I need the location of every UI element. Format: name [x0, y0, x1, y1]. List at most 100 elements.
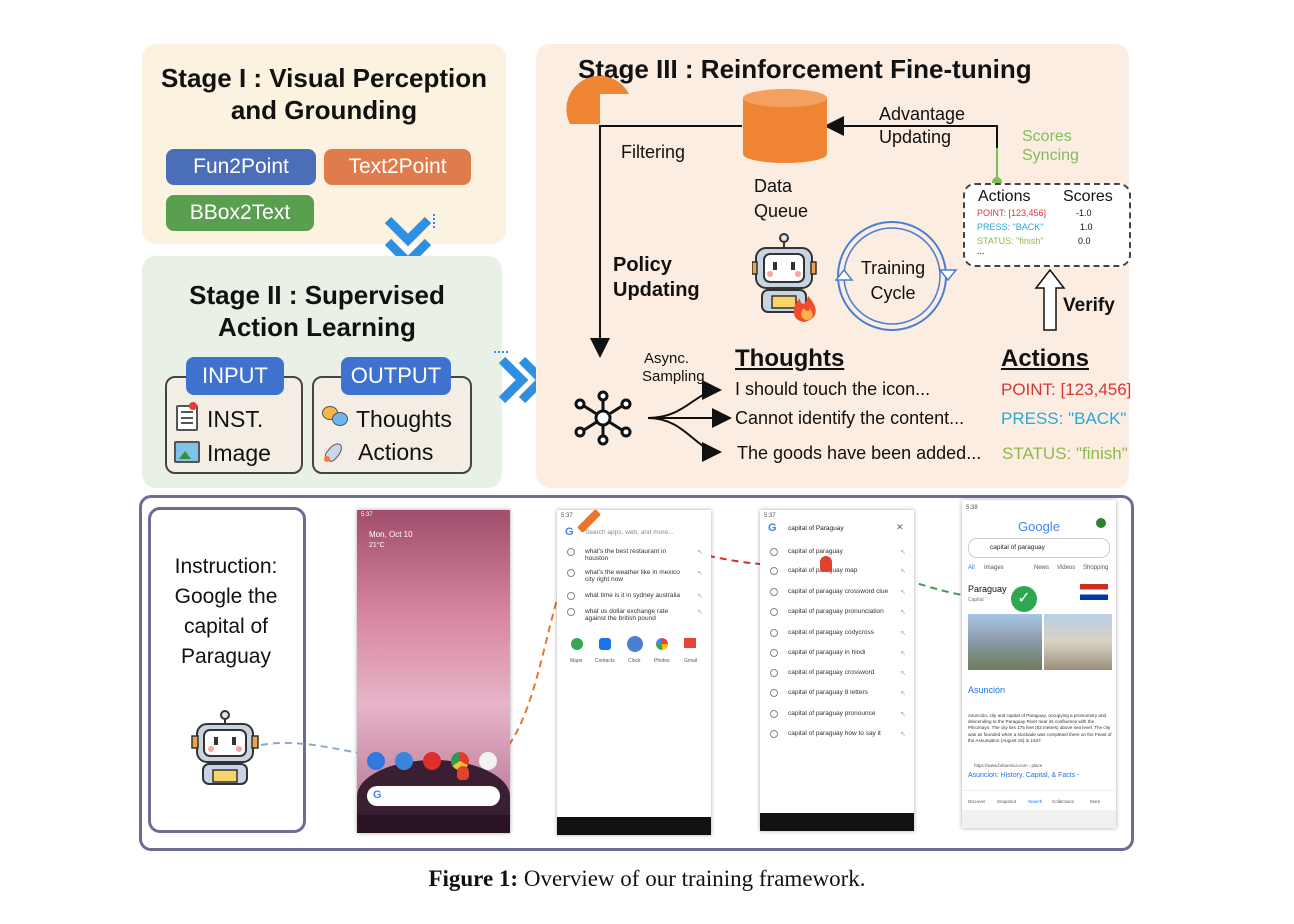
thoughts-header: Thoughts: [735, 345, 845, 372]
scores-table-header-actions: Actions: [978, 188, 1031, 205]
output-label: OUTPUT: [341, 357, 451, 395]
home-weather: 21°C: [369, 542, 385, 549]
palace-photo: [1044, 614, 1112, 670]
photos-app-icon: [656, 638, 668, 650]
screenshot-search: 5:37 G Search apps, web, and more... wha…: [557, 510, 711, 835]
chrome-app-icon: [451, 752, 469, 770]
scores-table-header-scores: Scores: [1063, 188, 1113, 205]
play-store-app-icon: [479, 752, 497, 770]
tab-videos[interactable]: Videos: [1057, 565, 1076, 571]
screenshot-suggestions: 5:37 G capital of Paraguay ✕ capital of …: [760, 510, 914, 831]
nav-search[interactable]: Search: [1028, 799, 1043, 804]
nav-collections[interactable]: Collections: [1052, 799, 1075, 804]
check-icon: ✓: [1011, 586, 1037, 612]
tab-images[interactable]: Images: [984, 565, 1004, 571]
actions-header: Actions: [1001, 345, 1090, 372]
result-link[interactable]: Asuncion: History, Capital, & Facts -: [968, 772, 1080, 779]
input-image: Image: [207, 440, 271, 466]
instruction-text: Instruction: Google the capital of Parag…: [174, 555, 278, 668]
nav-snapshot[interactable]: Snapshot: [997, 799, 1017, 804]
screenshot-home: 5:37 Mon, Oct 10 21°C G: [357, 510, 510, 833]
google-logo: Google: [1018, 519, 1060, 534]
answer-snippet: Asunción, city and capital of Paraguay, …: [968, 713, 1112, 743]
chip-text2point: Text2Point: [324, 149, 471, 185]
home-date: Mon, Oct 10: [369, 530, 413, 539]
app-label: Photos: [654, 658, 670, 664]
avatar[interactable]: [1096, 518, 1106, 528]
thought-1: I should touch the icon...: [735, 379, 931, 399]
input-label: INPUT: [186, 357, 284, 395]
google-g-icon: G: [565, 526, 574, 538]
maps-app-icon: [571, 638, 583, 650]
tap-hand-icon: [820, 556, 832, 572]
action-1: POINT: [123,456]: [1001, 380, 1132, 399]
data-queue-label: Data Queue: [754, 176, 809, 221]
data-queue-cylinder: [743, 89, 827, 163]
table-row: STATUS: "finish": [977, 236, 1044, 246]
trajectory-frame: [139, 495, 1134, 851]
search-query: capital of paraguay: [990, 544, 1045, 551]
phone-app-icon: [367, 752, 385, 770]
table-row: POINT: [123,456]: [977, 208, 1047, 218]
nav-discover[interactable]: Discover: [968, 799, 986, 804]
gmail-app-icon: [684, 638, 696, 648]
chip-fun2point: Fun2Point: [166, 149, 316, 185]
policy-updating-label: Policy Updating: [613, 254, 700, 301]
action-3: STATUS: "finish": [1002, 444, 1128, 463]
system-nav: [962, 810, 1116, 828]
document-icon: [176, 405, 198, 431]
tap-hand-icon: [457, 766, 469, 780]
search-input[interactable]: [968, 538, 1110, 558]
training-cycle-label: Training Cycle: [860, 258, 926, 303]
thought-3: The goods have been added...: [737, 443, 982, 463]
image-icon: [174, 441, 200, 463]
google-g-icon: G: [373, 789, 382, 801]
table-more: ...: [977, 246, 985, 256]
answer-heading: Asunción: [968, 685, 1006, 695]
output-actions: Actions: [358, 439, 434, 465]
nav-bar: [357, 815, 510, 833]
flag-icon: [1080, 584, 1108, 600]
nav-more[interactable]: More: [1090, 799, 1101, 804]
youtube-app-icon: [423, 752, 441, 770]
app-label: Gmail: [684, 658, 698, 664]
app-label: Contacts: [595, 658, 615, 664]
chat-bubble-icon: [322, 406, 348, 426]
tab-all[interactable]: All: [968, 565, 975, 571]
network-hub-icon: [574, 390, 632, 446]
app-label: Clock: [628, 658, 641, 664]
table-row: 0.0: [1078, 236, 1091, 246]
filtering-label: Filtering: [621, 142, 686, 162]
clock-app-icon: [627, 636, 643, 652]
robot-icon: [752, 233, 817, 322]
tab-news[interactable]: News: [1034, 565, 1050, 571]
result-subtitle: Capital: [968, 597, 984, 603]
scores-table: [963, 183, 1131, 267]
app-label: Maps: [570, 658, 583, 664]
status-time: 5:37: [561, 513, 573, 519]
action-2: PRESS: "BACK": [1001, 409, 1127, 428]
city-photo: [968, 614, 1042, 670]
home-search-bar[interactable]: G: [367, 786, 500, 806]
table-row: -1.0: [1076, 208, 1092, 218]
alert-dot-icon: [189, 402, 197, 410]
source-url: https://www.britannica.com › place: [974, 763, 1043, 768]
close-icon[interactable]: ✕: [896, 522, 904, 532]
search-input[interactable]: Search apps, web, and more...: [585, 529, 674, 536]
search-input[interactable]: capital of Paraguay: [788, 525, 844, 532]
stage2-title: Stage II : Supervised Action Learning: [189, 280, 445, 342]
nav-bar: [557, 817, 711, 835]
scores-syncing-label: Scores Syncing: [1022, 128, 1079, 164]
google-g-icon: G: [768, 522, 777, 534]
bottom-nav: [962, 790, 1116, 809]
messages-app-icon: [395, 752, 413, 770]
table-row: 1.0: [1080, 222, 1093, 232]
stage1-title: Stage I : Visual Perception and Groundin…: [160, 63, 488, 125]
rocket-icon: [322, 440, 346, 464]
result-title: Paraguay: [968, 584, 1007, 594]
status-time: 5:38: [966, 505, 978, 511]
tab-shopping[interactable]: Shopping: [1083, 565, 1109, 571]
async-sampling-label: Async. Sampling: [642, 350, 705, 385]
screenshot-result: 5:38 Google capital of paraguay All Imag…: [962, 500, 1116, 828]
status-time: 5:37: [764, 513, 776, 519]
